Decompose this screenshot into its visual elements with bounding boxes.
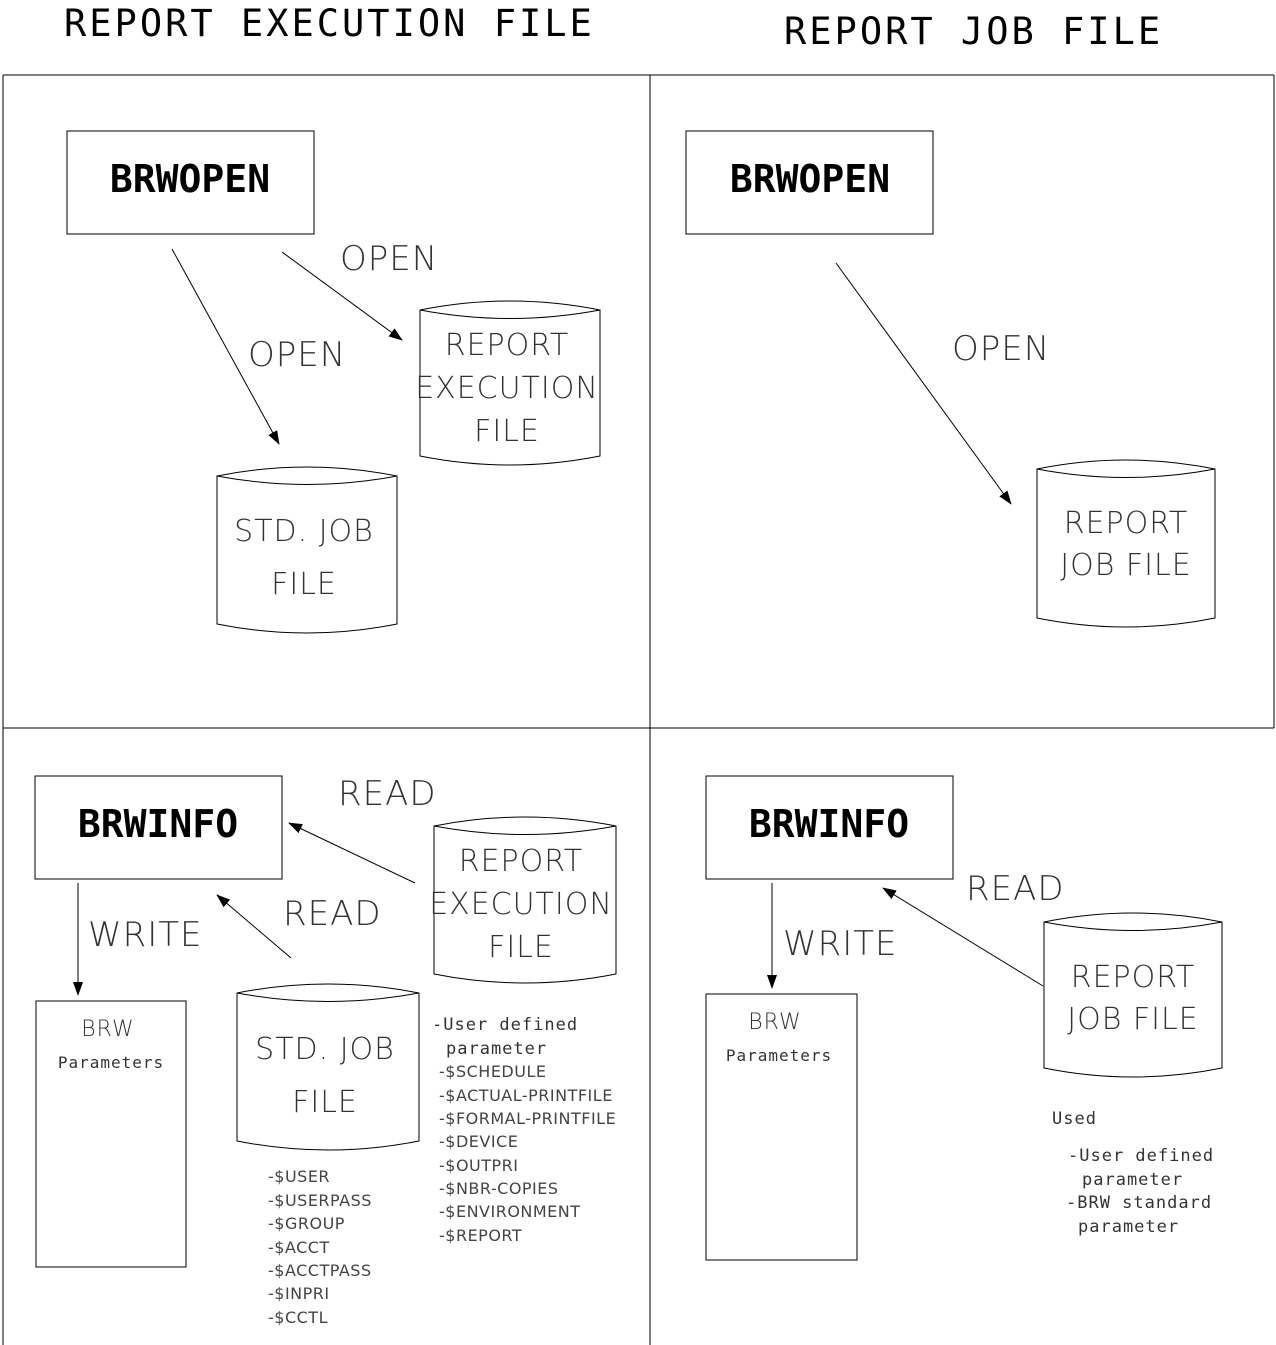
q1-std-line-2: FILE (271, 567, 337, 602)
list-item: -$ACCTPASS (268, 1261, 372, 1280)
q3-std-line-2: FILE (292, 1085, 358, 1120)
list-item: -$USERPASS (268, 1191, 372, 1210)
list-item: parameter (1078, 1217, 1179, 1237)
list-item: parameter (1082, 1170, 1183, 1190)
list-item: -BRW standard (1066, 1193, 1212, 1213)
q1-open-exec-arrow (281, 251, 403, 341)
q2-job-line-1: REPORT (1064, 506, 1189, 541)
q4-read-label: READ (966, 869, 1065, 909)
q1-std-job-file-cylinder: STD. JOB FILE (216, 466, 398, 634)
q3-brw-title: BRW (81, 1017, 135, 1042)
q4-report-job-file-cylinder: REPORT JOB FILE (1043, 912, 1223, 1078)
q2-report-job-file-cylinder: REPORT JOB FILE (1036, 459, 1216, 628)
list-item: -$NBR-COPIES (439, 1179, 559, 1198)
q3-exec-line-2: EXECUTION (429, 887, 613, 922)
list-item: -$ACCT (268, 1238, 330, 1257)
list-item: -$ACTUAL-PRINTFILE (439, 1086, 613, 1105)
q1-report-execution-file-cylinder: REPORT EXECUTION FILE (415, 300, 601, 466)
q4-used-list: -User defined parameter -BRW standard pa… (1066, 1146, 1214, 1237)
q1-exec-line-1: REPORT (445, 328, 570, 363)
list-item: -$SCHEDULE (439, 1062, 546, 1081)
q3-read-exec-label: READ (338, 774, 437, 814)
list-item: -$DEVICE (439, 1132, 518, 1151)
q1-open-std-label: OPEN (248, 335, 346, 375)
q2-brwopen-label: BRWOPEN (730, 157, 890, 201)
list-item: -$ENVIRONMENT (439, 1202, 581, 1221)
q3-read-exec-arrow (288, 822, 416, 884)
q4-used-label: Used (1052, 1109, 1097, 1129)
quadrant-grid (2, 74, 1275, 1345)
list-item: -$CCTL (268, 1308, 328, 1327)
q3-read-std-label: READ (283, 894, 382, 934)
q1-exec-line-2: EXECUTION (415, 371, 599, 406)
q3-report-execution-file-cylinder: REPORT EXECUTION FILE (429, 816, 617, 984)
q1-exec-line-3: FILE (474, 414, 540, 449)
q1-open-exec-label: OPEN (340, 239, 438, 279)
header-report-execution-file: REPORT EXECUTION FILE (64, 2, 595, 45)
list-item: -$REPORT (439, 1226, 522, 1245)
list-item: -$USER (268, 1167, 330, 1186)
q1-std-line-1: STD. JOB (234, 514, 374, 549)
list-item: -$OUTPRI (439, 1156, 519, 1175)
q3-write-label: WRITE (88, 915, 203, 955)
q1-brwopen-box: BRWOPEN (66, 130, 315, 235)
q3-brwinfo-box: BRWINFO (34, 775, 283, 880)
q4-brwinfo-label: BRWINFO (749, 802, 909, 846)
list-item: parameter (446, 1039, 547, 1059)
q3-brw-parameters-box: BRW Parameters (35, 1000, 187, 1268)
q1-open-std-arrow (171, 248, 280, 445)
q3-std-line-1: STD. JOB (255, 1032, 395, 1067)
q3-brw-subtitle: Parameters (58, 1053, 164, 1072)
q3-brwinfo-label: BRWINFO (78, 802, 238, 846)
q2-open-label: OPEN (952, 329, 1050, 369)
q4-brw-subtitle: Parameters (726, 1046, 832, 1065)
q4-brw-parameters-box: BRW Parameters (705, 993, 858, 1261)
q3-exec-line-1: REPORT (459, 844, 584, 879)
q4-job-line-2: JOB FILE (1067, 1002, 1198, 1037)
q4-read-arrow (882, 887, 1044, 987)
q4-brwinfo-box: BRWINFO (705, 775, 954, 880)
q3-exec-line-3: FILE (488, 930, 554, 965)
header-report-job-file: REPORT JOB FILE (784, 10, 1163, 53)
list-item: -User defined (432, 1015, 578, 1035)
q3-read-std-arrow (216, 894, 292, 959)
q1-brwopen-label: BRWOPEN (110, 157, 270, 201)
q3-exec-params-list: -User defined parameter -$SCHEDULE -$ACT… (432, 1015, 616, 1245)
q2-open-arrow (835, 262, 1012, 505)
q4-job-line-1: REPORT (1071, 960, 1196, 995)
q4-brw-title: BRW (748, 1010, 802, 1035)
q2-brwopen-box: BRWOPEN (685, 130, 934, 235)
q2-job-line-2: JOB FILE (1060, 548, 1191, 583)
list-item: -User defined (1068, 1146, 1214, 1166)
q3-std-params-list: -$USER -$USERPASS -$GROUP -$ACCT -$ACCTP… (268, 1167, 372, 1327)
list-item: -$INPRI (268, 1284, 330, 1303)
list-item: -$GROUP (268, 1214, 345, 1233)
q4-write-label: WRITE (783, 924, 898, 964)
list-item: -$FORMAL-PRINTFILE (439, 1109, 616, 1128)
q3-std-job-file-cylinder: STD. JOB FILE (236, 983, 420, 1151)
